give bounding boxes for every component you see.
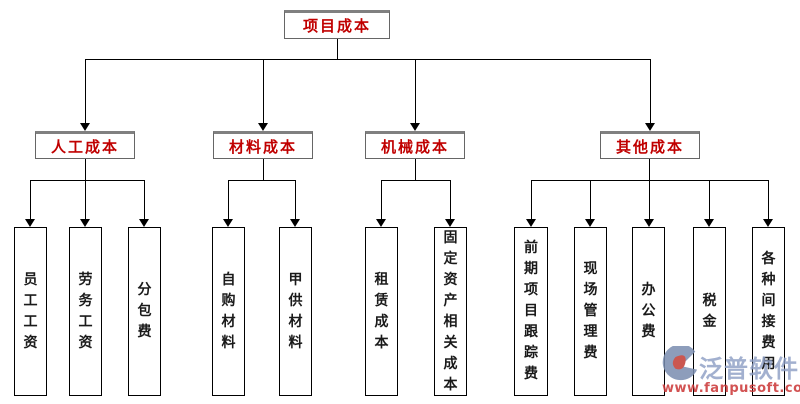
- arrowhead-icon: [223, 219, 233, 227]
- watermark-brand-row: 泛普软件: [662, 346, 800, 386]
- node-project-cost-label: 项目成本: [302, 17, 371, 35]
- connector-line: [381, 180, 382, 220]
- node-subcontract-fee-label: 分包费: [137, 282, 152, 340]
- watermark: 泛普软件 www.fanpusoft.com: [662, 346, 800, 396]
- arrowhead-icon: [25, 219, 35, 227]
- node-labor-service-wages-label: 劳务工资: [78, 271, 93, 351]
- node-other-cost-label: 其他成本: [615, 137, 684, 156]
- node-self-purchased-materials: 自购材料: [212, 227, 245, 396]
- arrowhead-icon: [585, 219, 595, 227]
- arrowhead-icon: [290, 219, 300, 227]
- connector-line: [709, 180, 710, 220]
- node-material-cost-label: 材料成本: [228, 137, 297, 156]
- node-fixed-asset-related-cost-label: 固定资产相关成本: [443, 229, 458, 393]
- connector-line: [85, 159, 86, 180]
- connector-line: [144, 180, 145, 220]
- node-machinery-cost: 机械成本: [365, 131, 465, 159]
- node-site-management-fee: 现场管理费: [574, 227, 607, 396]
- node-owner-supplied-materials-label: 甲供材料: [288, 271, 303, 351]
- node-labor-cost: 人工成本: [35, 131, 135, 159]
- arrowhead-icon: [80, 219, 90, 227]
- node-tax-label: 税金: [702, 292, 717, 330]
- connector-line: [85, 59, 86, 123]
- connector-line: [650, 59, 651, 123]
- connector-line: [228, 180, 229, 220]
- connector-line: [30, 180, 145, 181]
- fanpu-logo-icon: [662, 346, 698, 381]
- node-rental-cost: 租赁成本: [365, 227, 398, 396]
- connector-line: [590, 180, 591, 220]
- connector-line: [649, 159, 650, 180]
- connector-line: [263, 159, 264, 180]
- connector-line: [450, 180, 451, 220]
- node-preliminary-project-tracking-fee-label: 前期项目跟踪费: [524, 240, 538, 382]
- node-various-indirect-expenses: 各种间接费用: [752, 227, 785, 396]
- node-rental-cost-label: 租赁成本: [374, 271, 389, 351]
- connector-line: [263, 59, 264, 123]
- node-machinery-cost-label: 机械成本: [380, 137, 449, 156]
- arrowhead-icon: [704, 219, 714, 227]
- connector-line: [415, 159, 416, 180]
- arrowhead-icon: [139, 219, 149, 227]
- node-labor-service-wages: 劳务工资: [69, 227, 102, 396]
- arrowhead-icon: [376, 219, 386, 227]
- node-self-purchased-materials-label: 自购材料: [221, 271, 236, 351]
- node-other-cost: 其他成本: [600, 131, 700, 159]
- node-employee-wages-label: 员工工资: [23, 271, 38, 351]
- watermark-brand: 泛普软件: [699, 354, 799, 383]
- arrowhead-icon: [645, 123, 655, 131]
- connector-line: [649, 180, 650, 220]
- node-fixed-asset-related-cost: 固定资产相关成本: [434, 227, 467, 396]
- connector-line: [295, 180, 296, 220]
- node-office-fee-label: 办公费: [641, 282, 656, 340]
- node-labor-cost-label: 人工成本: [50, 137, 119, 156]
- node-project-cost: 项目成本: [284, 10, 390, 39]
- arrowhead-icon: [445, 219, 455, 227]
- node-preliminary-project-tracking-fee: 前期项目跟踪费: [514, 227, 548, 396]
- node-tax: 税金: [693, 227, 726, 396]
- connector-line: [85, 59, 651, 60]
- arrowhead-icon: [258, 123, 268, 131]
- node-office-fee: 办公费: [632, 227, 665, 396]
- connector-line: [337, 39, 338, 60]
- watermark-url: www.fanpusoft.com: [662, 381, 800, 396]
- connector-line: [30, 180, 31, 220]
- connector-line: [85, 180, 86, 220]
- connector-line: [228, 180, 296, 181]
- connector-line: [415, 59, 416, 123]
- arrowhead-icon: [526, 219, 536, 227]
- node-owner-supplied-materials: 甲供材料: [279, 227, 312, 396]
- node-various-indirect-expenses-label: 各种间接费用: [761, 250, 776, 372]
- node-site-management-fee-label: 现场管理费: [583, 261, 598, 361]
- node-material-cost: 材料成本: [213, 131, 313, 159]
- arrowhead-icon: [80, 123, 90, 131]
- connector-line: [768, 180, 769, 220]
- connector-line: [531, 180, 769, 181]
- arrowhead-icon: [410, 123, 420, 131]
- arrowhead-icon: [763, 219, 773, 227]
- arrowhead-icon: [644, 219, 654, 227]
- node-subcontract-fee: 分包费: [128, 227, 161, 396]
- node-employee-wages: 员工工资: [14, 227, 47, 396]
- connector-line: [531, 180, 532, 220]
- connector-line: [381, 180, 451, 181]
